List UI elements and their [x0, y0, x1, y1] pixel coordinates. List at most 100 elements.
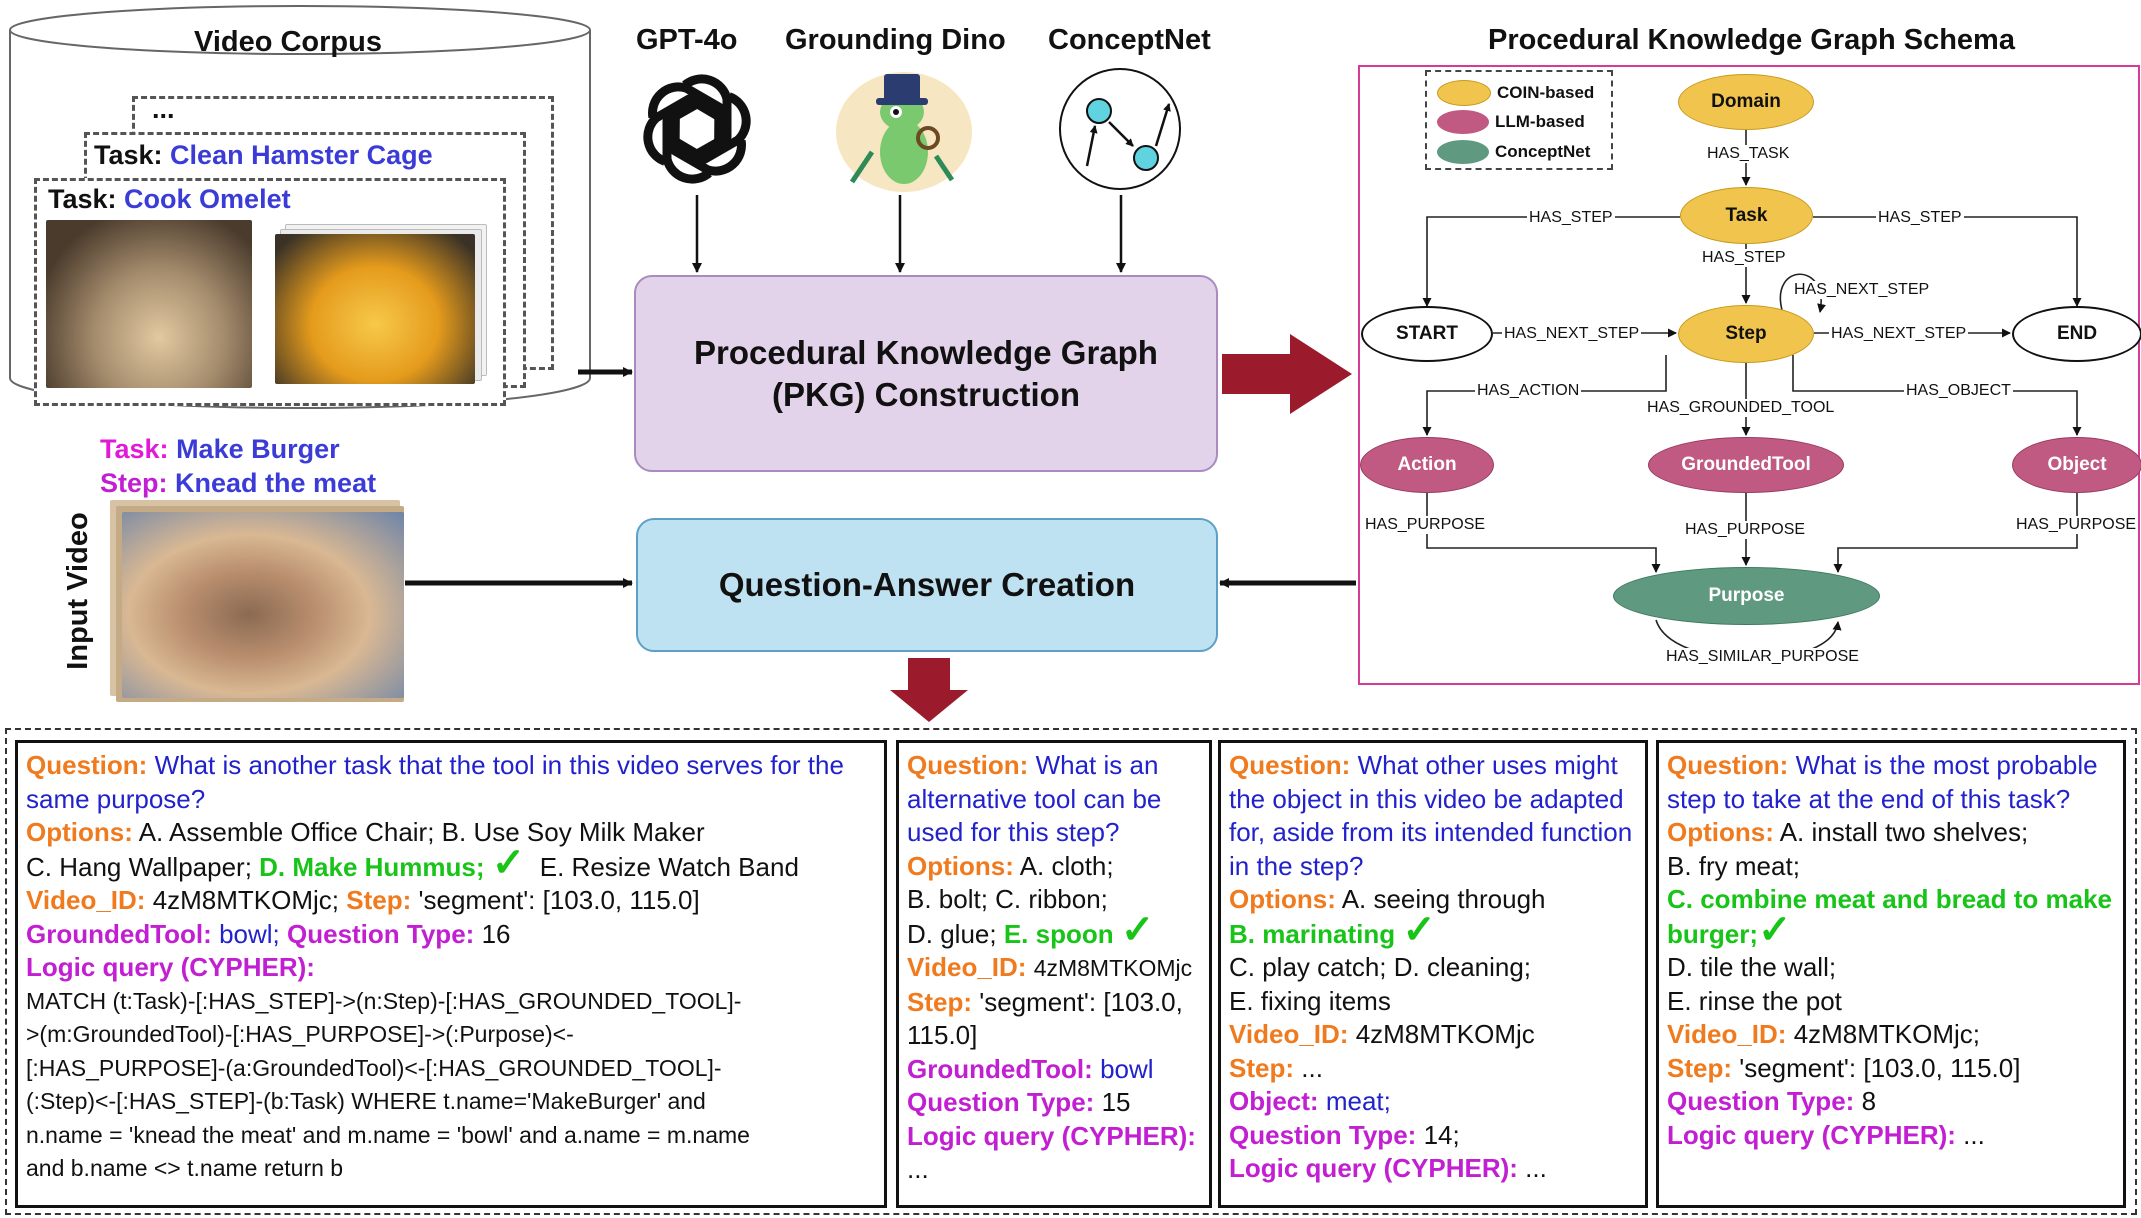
- gpt-title: GPT-4o: [636, 24, 738, 56]
- schema-title: Procedural Knowledge Graph Schema: [1488, 24, 2015, 56]
- legend-conceptnet: ConceptNet: [1437, 140, 1590, 164]
- card2-options-b: B. bolt; C. ribbon;: [907, 884, 1108, 914]
- edge-has-next-step-self: HAS_NEXT_STEP: [1792, 281, 1932, 299]
- node-step: Step: [1678, 305, 1814, 363]
- card2-options-d: D. glue; E. spoon ✓: [907, 907, 1155, 952]
- card1-cypher-3: (:Step)<-[:HAS_STEP]-(b:Task) WHERE t.na…: [26, 1088, 706, 1114]
- card4-type: Question Type: 8: [1667, 1086, 1877, 1116]
- pkg-line2: (PKG) Construction: [772, 375, 1080, 413]
- conceptnet-swatch: [1437, 140, 1489, 164]
- dino-title: Grounding Dino: [785, 24, 1006, 56]
- checkmark-icon: ✓: [1402, 907, 1436, 952]
- checkmark-icon: ✓: [1120, 907, 1155, 952]
- qa-examples-frame: [5, 728, 2137, 1215]
- card2-step: Step: 'segment': [103.0, 115.0]: [907, 986, 1183, 1051]
- card1-logic-key: Logic query (CYPHER):: [26, 952, 315, 982]
- card1-question: Question: What is another task that the …: [26, 750, 844, 814]
- node-groundedtool: GroundedTool: [1648, 437, 1844, 493]
- qa-creation-box: Question-Answer Creation: [636, 518, 1218, 652]
- qa-down-arrow: [890, 658, 968, 722]
- card2-tool: GroundedTool: bowl: [907, 1053, 1154, 1084]
- pouring-eggs-image: [275, 234, 475, 384]
- whisk-eggs-image: [46, 220, 252, 388]
- card4-options-b: B. fry meat;: [1667, 850, 1800, 881]
- corpus-task-hamster: Task: Clean Hamster Cage: [94, 140, 433, 170]
- conceptnet-logo-icon: [1059, 68, 1181, 190]
- qa-label: Question-Answer Creation: [718, 566, 1136, 603]
- qa-card-1: Question: What is another task that the …: [15, 740, 887, 1208]
- card1-cypher-4: n.name = 'knead the meat' and m.name = '…: [26, 1121, 750, 1148]
- pkg-construction-box: Procedural Knowledge Graph (PKG) Constru…: [634, 275, 1218, 472]
- pkg-line1: Procedural Knowledge Graph: [694, 333, 1158, 371]
- card4-question: Question: What is the most probable step…: [1667, 750, 2098, 814]
- qa-card-3: Question: What other uses might the obje…: [1218, 740, 1648, 1208]
- node-object: Object: [2012, 437, 2141, 493]
- edge-has-step-down: HAS_STEP: [1700, 249, 1788, 267]
- node-purpose: Purpose: [1613, 567, 1880, 625]
- card1-options-line1: Options: A. Assemble Office Chair; B. Us…: [26, 817, 705, 847]
- input-video-label: Input Video: [62, 512, 94, 670]
- edge-has-purpose-mid: HAS_PURPOSE: [1683, 521, 1808, 539]
- card3-video: Video_ID: 4zM8MTKOMjc: [1229, 1019, 1535, 1049]
- legend-coin: COIN-based: [1437, 80, 1594, 106]
- card2-type: Question Type: 15: [907, 1087, 1131, 1117]
- coin-swatch: [1437, 80, 1491, 106]
- input-task: Task: Make Burger: [100, 434, 340, 464]
- card4-options-d: D. tile the wall;: [1667, 952, 1837, 982]
- corpus-task-omelet: Task: Cook Omelet: [48, 184, 291, 214]
- edge-has-task: HAS_TASK: [1705, 145, 1792, 163]
- edge-has-step-right: HAS_STEP: [1876, 209, 1964, 227]
- card4-video: Video_ID: 4zM8MTKOMjc;: [1667, 1019, 1981, 1049]
- card1-tool-type: GroundedTool: bowl; Question Type: 16: [26, 918, 511, 949]
- node-end: END: [2012, 306, 2141, 362]
- edge-has-next-step-right: HAS_NEXT_STEP: [1829, 325, 1969, 343]
- card2-options-a: Options: A. cloth;: [907, 850, 1114, 881]
- card1-cypher-0: MATCH (t:Task)-[:HAS_STEP]->(n:Step)-[:H…: [26, 987, 742, 1014]
- legend-llm: LLM-based: [1437, 110, 1585, 134]
- kneading-meat-image: [122, 512, 404, 698]
- card1-options-line2: C. Hang Wallpaper; D. Make Hummus; ✓ E. …: [26, 840, 799, 885]
- card4-options-a: Options: A. install two shelves;: [1667, 817, 2029, 847]
- edge-has-grounded-tool: HAS_GROUNDED_TOOL: [1645, 399, 1837, 417]
- pkg-to-schema-arrow: [1222, 334, 1352, 414]
- card4-step: Step: 'segment': [103.0, 115.0]: [1667, 1052, 2021, 1083]
- qa-card-4: Question: What is the most probable step…: [1656, 740, 2126, 1208]
- edge-has-purpose-left: HAS_PURPOSE: [1363, 516, 1488, 534]
- checkmark-icon: ✓: [1758, 907, 1792, 952]
- node-task: Task: [1680, 187, 1813, 244]
- card3-options-e: E. fixing items: [1229, 985, 1391, 1016]
- input-step: Step: Knead the meat: [100, 468, 377, 498]
- edge-has-purpose-right: HAS_PURPOSE: [2014, 516, 2139, 534]
- card4-options-e: E. rinse the pot: [1667, 985, 1842, 1016]
- node-domain: Domain: [1678, 74, 1814, 130]
- card3-type: Question Type: 14;: [1229, 1119, 1460, 1150]
- card1-cypher-5: and b.name <> t.name return b: [26, 1155, 344, 1181]
- card4-logic: Logic query (CYPHER): ...: [1667, 1119, 1985, 1150]
- card2-logic: Logic query (CYPHER): ...: [907, 1120, 1196, 1185]
- card1-video-step: Video_ID: 4zM8MTKOMjc; Step: 'segment': …: [26, 885, 700, 915]
- edge-has-step-left: HAS_STEP: [1527, 209, 1615, 227]
- card3-options-b: B. marinating ✓: [1229, 907, 1436, 952]
- card3-options-a: Options: A. seeing through: [1229, 884, 1546, 914]
- schema-legend: COIN-based LLM-based ConceptNet: [1425, 70, 1613, 170]
- edge-has-similar-purpose: HAS_SIMILAR_PURPOSE: [1664, 648, 1861, 666]
- qa-card-2: Question: What is an alternative tool ca…: [896, 740, 1212, 1208]
- gpt-logo-icon: [643, 74, 751, 184]
- edge-has-next-step-left: HAS_NEXT_STEP: [1502, 325, 1642, 343]
- grounding-dino-icon: [836, 72, 972, 192]
- edge-has-action: HAS_ACTION: [1475, 382, 1582, 400]
- card3-logic: Logic query (CYPHER): ...: [1229, 1153, 1547, 1183]
- node-action: Action: [1360, 437, 1494, 493]
- schema-frame: [1358, 65, 2140, 685]
- card4-options-c: C. combine meat and bread to make burger…: [1667, 884, 2113, 952]
- edge-has-object: HAS_OBJECT: [1904, 382, 2013, 400]
- card3-object: Object: meat;: [1229, 1086, 1391, 1116]
- card1-cypher-2: [:HAS_PURPOSE]-(a:GroundedTool)<-[:HAS_G…: [26, 1054, 722, 1081]
- checkmark-icon: ✓: [491, 840, 526, 885]
- card2-video: Video_ID: 4zM8MTKOMjc: [907, 952, 1193, 982]
- card1-cypher-1: >(m:GroundedTool)-[:HAS_PURPOSE]->(:Purp…: [26, 1021, 574, 1047]
- card2-question: Question: What is an alternative tool ca…: [907, 750, 1162, 847]
- conceptnet-title: ConceptNet: [1048, 24, 1211, 56]
- corpus-ellipsis: ...: [152, 94, 175, 124]
- corpus-title: Video Corpus: [194, 26, 382, 58]
